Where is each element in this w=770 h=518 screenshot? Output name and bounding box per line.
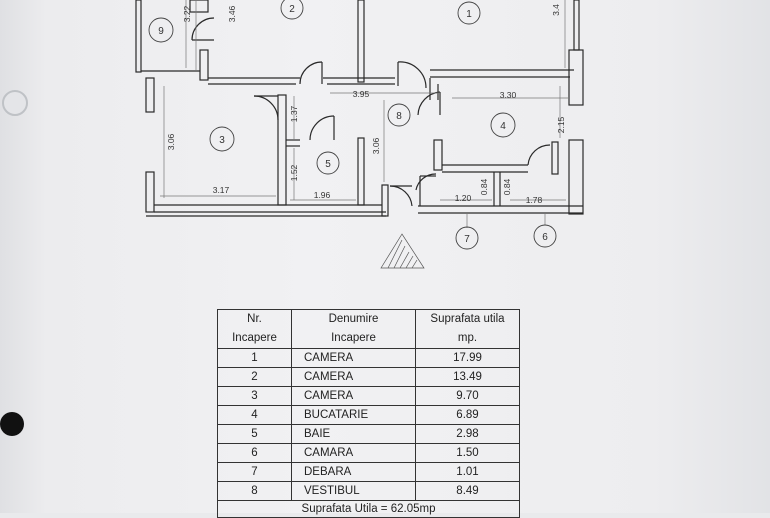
dimension-label: 3.30: [500, 90, 517, 100]
room-number-2: 2: [289, 4, 295, 15]
wall: [145, 77, 155, 113]
door-swing: [417, 91, 441, 116]
room-marker-6: [533, 224, 557, 248]
table-total-row: Suprafata Utila = 62.05mp: [217, 500, 520, 518]
total-area: Suprafata Utila = 62.05mp: [217, 500, 520, 518]
door-swing: [527, 144, 551, 166]
wall: [199, 49, 209, 81]
wall: [135, 0, 142, 73]
dimension-label: 3.95: [353, 89, 370, 99]
door-swing: [389, 185, 413, 207]
wall: [357, 0, 365, 83]
wall: [357, 137, 365, 206]
room-marker-3: [209, 126, 235, 152]
wall: [433, 139, 443, 171]
room-number-4: 4: [500, 121, 506, 132]
dimension-label: 3.46: [227, 5, 237, 22]
dimension-label: 1.20: [455, 193, 472, 203]
wall: [145, 171, 155, 213]
door-swing: [415, 173, 437, 191]
dimension-label: 1.37: [289, 105, 299, 122]
dimension-label: 3.17: [213, 185, 230, 195]
floor-plan: 9 2 1 3 8 4 5 7 6 3.22 3.46 3.4 3.95 3.3…: [135, 0, 584, 269]
room-number-3: 3: [219, 135, 225, 146]
wall: [568, 139, 584, 215]
room-marker-4: [490, 112, 516, 138]
binder-hole-bottom: [0, 412, 24, 436]
dimension-label: 3.06: [371, 137, 381, 154]
room-marker-1: [457, 1, 481, 25]
room-number-6: 6: [542, 232, 548, 243]
wall: [551, 141, 559, 175]
dimension-label: 1.96: [314, 190, 331, 200]
room-marker-5: [316, 151, 340, 175]
room-marker-2: [280, 0, 304, 20]
wall: [568, 49, 584, 106]
dimension-label: 3.4: [551, 4, 561, 16]
wall: [189, 0, 209, 13]
wall: [277, 94, 287, 206]
wall: [573, 0, 580, 51]
door-swing: [191, 17, 215, 41]
door-swing: [299, 61, 323, 85]
dimension-label: 3.22: [182, 5, 192, 22]
dimension-label: 2.15: [556, 116, 566, 133]
dimension-label: 0.84: [502, 178, 512, 195]
wall: [381, 184, 389, 217]
room-marker-8: [387, 103, 411, 127]
room-number-1: 1: [466, 9, 472, 20]
room-number-8: 8: [396, 111, 402, 122]
room-marker-9: [148, 17, 174, 43]
binder-hole-top: [2, 90, 28, 116]
dimension-label: 1.52: [289, 164, 299, 181]
dimension-label: 0.84: [479, 178, 489, 195]
door-swing: [397, 61, 427, 89]
door-swing: [309, 115, 335, 141]
dimension-label: 3.06: [166, 133, 176, 150]
header-nr: Nr.Incapere: [217, 309, 292, 349]
room-number-9: 9: [158, 26, 164, 37]
north-arrow-icon: [380, 233, 425, 269]
room-marker-7: [455, 226, 479, 250]
dimension-label: 1.78: [526, 195, 543, 205]
room-number-5: 5: [325, 159, 331, 170]
door-swing: [253, 95, 279, 121]
room-number-7: 7: [464, 234, 470, 245]
